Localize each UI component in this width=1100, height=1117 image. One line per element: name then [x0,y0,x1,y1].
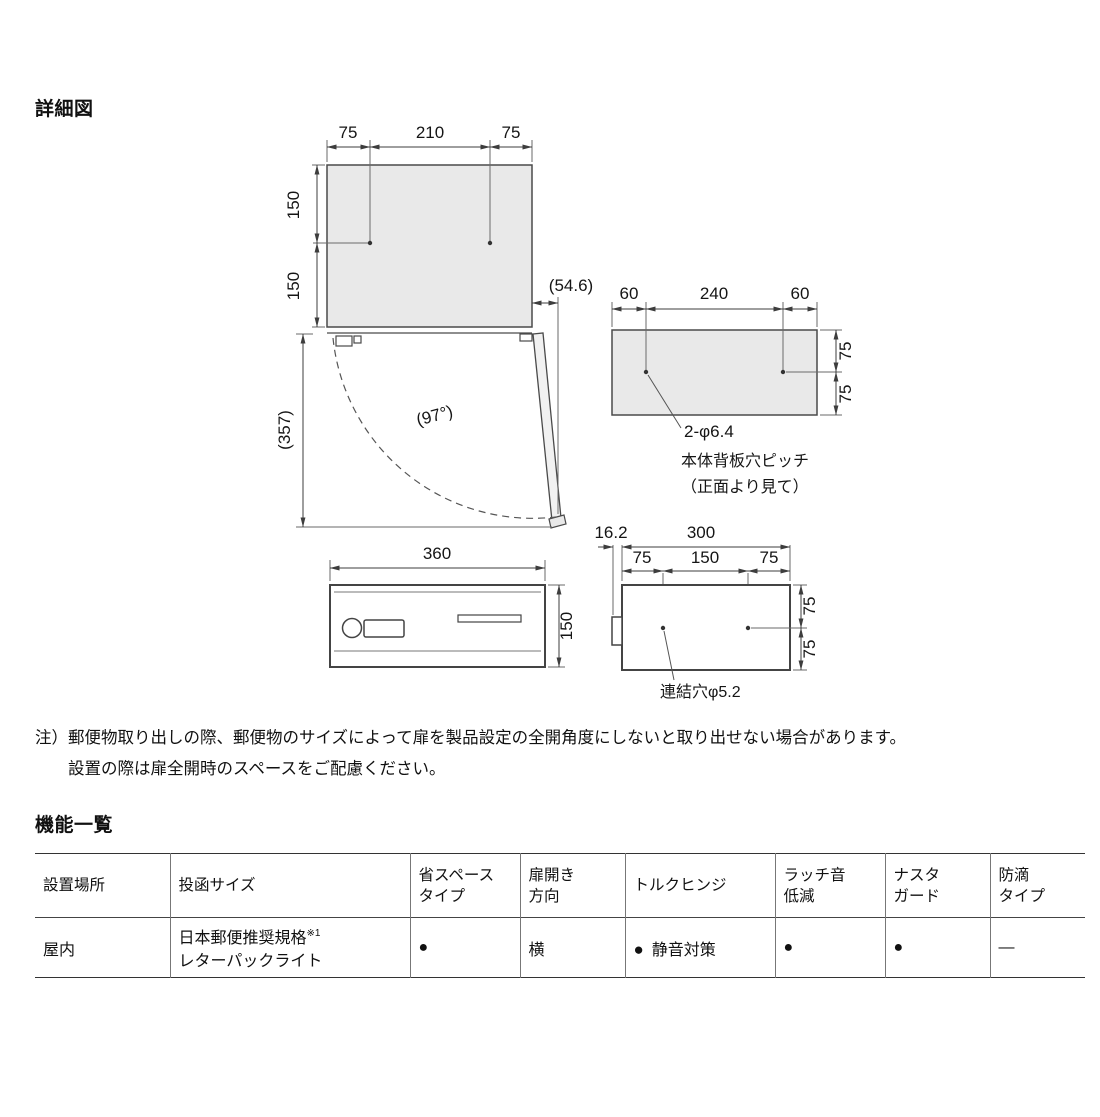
bottom-lock-cylinder [341,617,363,639]
col-header-drip-proof: 防滴 タイプ [989,853,1085,918]
door-swing-arc [332,337,557,519]
dim-side-latch-offset: 16.2 [594,523,627,542]
header-label: ラッチ音 [783,866,846,884]
cell-drip-proof: ― [989,917,1085,978]
col-header-mail-size: 投函サイズ [169,853,410,918]
cell-nasta-guard: ● [884,917,990,978]
side-hole-left [660,625,666,631]
dim-bottom-width: 360 [423,544,451,563]
back-hole-spec: 2-φ6.4 [684,422,734,441]
header-label: ナスタ [893,866,941,884]
hinge-block-right [519,333,533,342]
header-label: 低減 [783,887,815,905]
col-header-torque-hinge: トルクヒンジ [624,853,775,918]
footnote-ref: ※1 [306,928,321,939]
dim-side-right-upper: 75 [800,597,819,616]
side-latch-protrusion [611,616,623,646]
detail-diagram: 75 210 75 150 150 (97°) (54.6) (357) [275,123,855,701]
side-hole-spec: 連結穴φ5.2 [660,683,741,701]
back-hole-right [780,369,786,375]
col-header-space-saving: 省スペース タイプ [409,853,520,918]
usage-note-line2: 設置の際は扉全開時のスペースをご配慮ください。 [68,760,446,778]
side-hole-right [745,625,751,631]
side-hole-leader [663,630,675,681]
bottom-view: 360 150 [329,544,576,668]
plan-view-door-swing: (97°) (54.6) (357) [275,276,593,529]
usage-note-line1: 注）郵便物取り出しの際、郵便物のサイズによって扉を製品設定の全開角度にしないと取… [35,729,907,747]
dim-bottom-depth: 150 [557,612,576,640]
features-header-row: 設置場所 投函サイズ 省スペース タイプ 扉開き 方向 トルクヒンジ ラッチ音 … [35,853,1085,918]
bottom-latch-detail [363,619,405,638]
detail-section-title: 詳細図 [35,99,94,120]
col-header-location: 設置場所 [35,854,170,918]
door-panel-foot [548,514,567,529]
dim-side-pitch-center: 150 [691,548,719,567]
mail-size-line1: 日本郵便推奨規格※1 [179,922,402,950]
cell-mail-size: 日本郵便推奨規格※1 レターパックライト [169,917,410,978]
cell-door-direction: 横 [519,917,625,978]
dim-side-pitch-right: 75 [760,548,779,567]
bottom-slot-detail [457,614,522,623]
header-label: 扉開き [528,866,576,884]
side-view: 16.2 300 75 150 75 75 75 連結穴φ5.2 [594,523,819,701]
dim-side-right-lower: 75 [800,640,819,659]
front-hole-left [367,240,373,246]
features-section-title: 機能一覧 [35,815,114,836]
back-panel-view: 60 240 60 75 75 2-φ6.4 本体背板穴ピッチ （正面より見て） [611,284,855,496]
dim-back-top-center: 240 [700,284,728,303]
door-panel-open [532,332,562,522]
front-view: 75 210 75 150 150 [284,123,533,328]
torque-hinge-dot: ● [633,939,644,959]
back-hole-left [643,369,649,375]
header-label: ガード [893,887,941,905]
dim-back-right-upper: 75 [836,342,855,361]
header-label: 設置場所 [43,877,106,894]
header-label: タイプ [998,887,1046,905]
usage-note: 注）郵便物取り出しの際、郵便物のサイズによって扉を製品設定の全開角度にしないと取… [35,723,906,785]
dim-front-top-center: 210 [416,123,444,142]
header-label: トルクヒンジ [633,877,727,894]
cell-latch-noise: ● [774,917,885,978]
dim-front-left-lower: 150 [284,272,303,300]
cell-torque-hinge: ● 静音対策 [624,917,775,978]
header-label: 省スペース [418,866,495,884]
header-label: タイプ [418,887,466,905]
cell-space-saving: ● [409,917,520,978]
hinge-block-left [335,335,353,347]
dim-door-reach: (357) [275,410,294,450]
back-caption-line2: （正面より見て） [681,478,809,496]
dim-side-total-width: 300 [687,523,715,542]
col-header-nasta-guard: ナスタ ガード [884,853,990,918]
col-header-latch-noise: ラッチ音 低減 [774,853,885,918]
dim-back-right-lower: 75 [836,385,855,404]
table-row: 屋内 日本郵便推奨規格※1 レターパックライト ● 横 ● 静音対策 ● ● ― [35,917,1085,978]
features-table: 設置場所 投函サイズ 省スペース タイプ 扉開き 方向 トルクヒンジ ラッチ音 … [35,853,1085,978]
mail-size-text: 日本郵便推奨規格 [178,930,307,947]
mail-size-line2: レターパックライト [178,953,323,970]
header-label: 方向 [528,887,560,905]
dim-front-top-left: 75 [339,123,358,142]
header-label: 投函サイズ [178,877,256,894]
dim-door-offset: (54.6) [549,276,593,295]
header-label: 防滴 [998,866,1030,884]
torque-hinge-note: 静音対策 [651,941,716,959]
front-view-body [326,164,533,328]
bottom-view-body [329,584,546,668]
cell-location: 屋内 [43,941,76,959]
dim-back-top-right: 60 [791,284,810,303]
back-caption-line1: 本体背板穴ピッチ [681,452,809,470]
back-hole-leader [647,374,682,429]
front-hole-right [487,240,493,246]
dim-front-left-upper: 150 [284,191,303,219]
dim-front-top-right: 75 [502,123,521,142]
dim-door-angle: (97°) [414,402,455,430]
dim-back-top-left: 60 [620,284,639,303]
col-header-door-direction: 扉開き 方向 [519,853,625,918]
dim-side-pitch-left: 75 [633,548,652,567]
